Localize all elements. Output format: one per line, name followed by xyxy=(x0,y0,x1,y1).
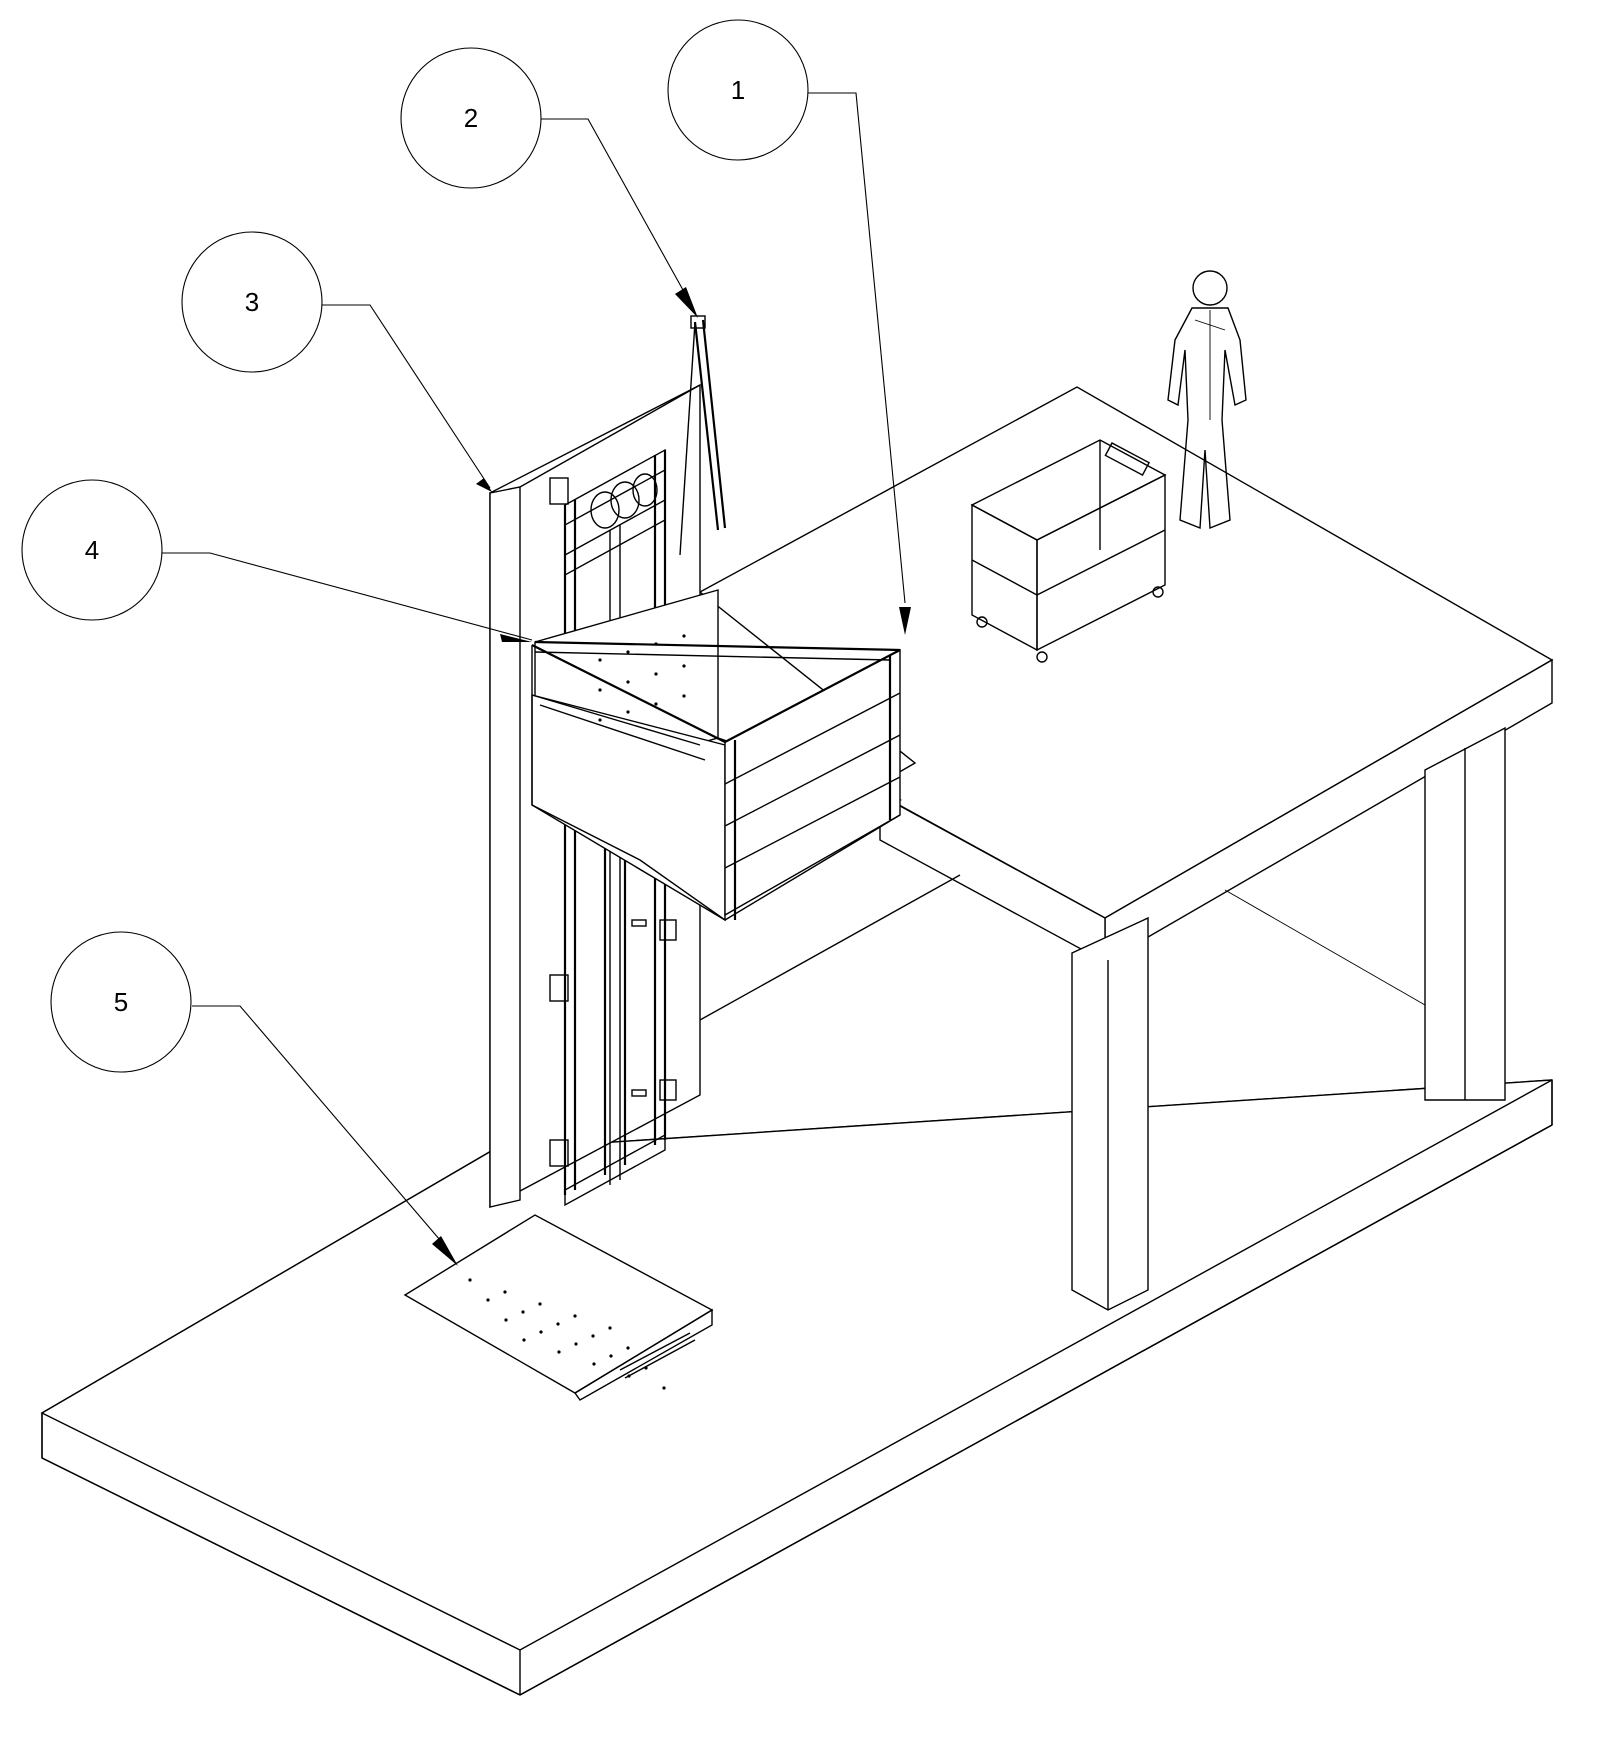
fastener-dot xyxy=(468,1278,472,1282)
callout-3-bubble xyxy=(181,231,323,373)
fastener-dot xyxy=(608,1326,612,1330)
callout-5-label: 5 xyxy=(114,987,128,1017)
fastener-dot xyxy=(626,710,630,714)
fastener-dot xyxy=(644,1366,648,1370)
callout-2-bubble xyxy=(400,47,542,189)
callout-4-bubble xyxy=(21,479,163,621)
callout-4: 4 xyxy=(21,479,163,621)
fastener-dot xyxy=(592,1362,596,1366)
fastener-dot xyxy=(556,1322,560,1326)
fastener-dot xyxy=(654,642,658,646)
fastener-dot xyxy=(627,1374,631,1378)
fastener-dot xyxy=(504,1318,508,1322)
fastener-dot xyxy=(662,1386,666,1390)
platform-legs xyxy=(699,726,1506,1311)
fastener-dot xyxy=(573,1314,577,1318)
callout-4-label: 4 xyxy=(85,535,99,565)
fastener-dot xyxy=(538,1302,542,1306)
fastener-dots xyxy=(468,634,686,1390)
fastener-dot xyxy=(522,1338,526,1342)
fastener-dot xyxy=(574,1342,578,1346)
lower-floor-slab xyxy=(40,1079,1553,1696)
fastener-dot xyxy=(598,658,602,662)
fastener-dot xyxy=(598,718,602,722)
fastener-dot xyxy=(521,1310,525,1314)
callout-1-bubble xyxy=(667,19,809,161)
leader-lines xyxy=(160,92,911,1266)
fastener-dot xyxy=(539,1330,543,1334)
fastener-dot xyxy=(626,650,630,654)
human-figure xyxy=(1167,270,1247,530)
fastener-dot xyxy=(682,664,686,668)
callout-5: 5 xyxy=(50,931,192,1073)
fastener-dot xyxy=(557,1350,561,1354)
fastener-dot xyxy=(486,1298,490,1302)
lift-car xyxy=(531,589,903,922)
callout-3: 3 xyxy=(181,231,323,373)
callout-1-label: 1 xyxy=(731,75,745,105)
fastener-dot xyxy=(503,1290,507,1294)
callout-2: 2 xyxy=(400,47,542,189)
fastener-dot xyxy=(626,1346,630,1350)
callout-2-label: 2 xyxy=(464,103,478,133)
callout-1: 1 xyxy=(667,19,809,161)
fastener-dot xyxy=(654,672,658,676)
fastener-dot xyxy=(591,1334,595,1338)
callout-5-bubble xyxy=(50,931,192,1073)
fastener-dot xyxy=(598,688,602,692)
fastener-dot xyxy=(682,634,686,638)
fastener-dot xyxy=(609,1354,613,1358)
fastener-dot xyxy=(682,694,686,698)
callout-3-label: 3 xyxy=(245,287,259,317)
diagonal-strut xyxy=(679,315,727,556)
fastener-dot xyxy=(626,680,630,684)
access-ramp xyxy=(403,1214,714,1401)
fastener-dot xyxy=(654,702,658,706)
trolley-cart xyxy=(970,439,1167,663)
